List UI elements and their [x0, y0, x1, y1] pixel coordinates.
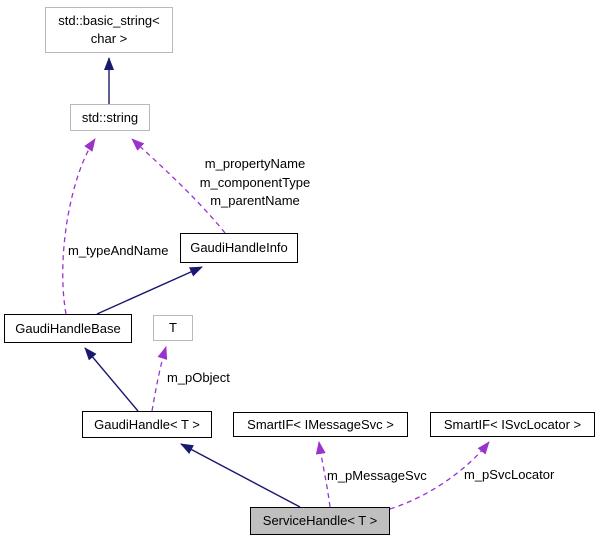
node-gaudihandle-label: GaudiHandle< T > [94, 416, 200, 432]
node-gaudihandlebase[interactable]: GaudiHandleBase [4, 314, 132, 343]
edge-label-pmessagesvc: m_pMessageSvc [327, 468, 427, 483]
edge-label-psvclocator: m_pSvcLocator [464, 467, 555, 482]
edge-propertygroup [131, 138, 226, 234]
node-std-string-label: std::string [81, 109, 139, 125]
node-smartif-imessagesvc-label: SmartIF< IMessageSvc > [247, 416, 394, 432]
node-servicehandle: ServiceHandle< T > [250, 507, 390, 535]
edge-psvclocator [389, 441, 490, 510]
edge-label-typeandname: m_typeAndName [68, 243, 169, 258]
node-gaudihandleinfo-label: GaudiHandleInfo [190, 240, 288, 255]
node-t-label: T [169, 320, 177, 335]
node-std-basic-string: std::basic_string< char > [45, 7, 173, 53]
edge-typeandname [62, 138, 96, 315]
node-std-basic-string-line1: std::basic_string< [58, 13, 160, 28]
edge-label-property-group: m_propertyName m_componentType m_parentN… [190, 155, 320, 211]
edge-label-parentname: m_parentName [210, 193, 300, 208]
node-t: T [153, 315, 193, 341]
edge-gaudihandle-to-handlebase [84, 347, 139, 412]
node-gaudihandle[interactable]: GaudiHandle< T > [82, 411, 212, 438]
edge-label-componenttype: m_componentType [199, 174, 311, 190]
node-std-basic-string-line2: char > [90, 31, 128, 46]
edge-label-propertyname: m_propertyName [204, 156, 306, 171]
edge-label-pobject: m_pObject [167, 370, 230, 385]
edge-handlebase-to-handleinfo [96, 266, 203, 315]
node-smartif-imessagesvc[interactable]: SmartIF< IMessageSvc > [233, 412, 408, 437]
node-servicehandle-label: ServiceHandle< T > [262, 513, 378, 528]
node-gaudihandlebase-label: GaudiHandleBase [15, 320, 121, 336]
node-std-string: std::string [70, 104, 150, 131]
edge-servicehandle-to-gaudihandle [180, 443, 301, 508]
edge-pobject [151, 346, 168, 412]
node-gaudihandleinfo[interactable]: GaudiHandleInfo [180, 233, 298, 263]
node-smartif-isvclocator-label: SmartIF< ISvcLocator > [443, 416, 582, 432]
node-smartif-isvclocator[interactable]: SmartIF< ISvcLocator > [430, 412, 595, 437]
